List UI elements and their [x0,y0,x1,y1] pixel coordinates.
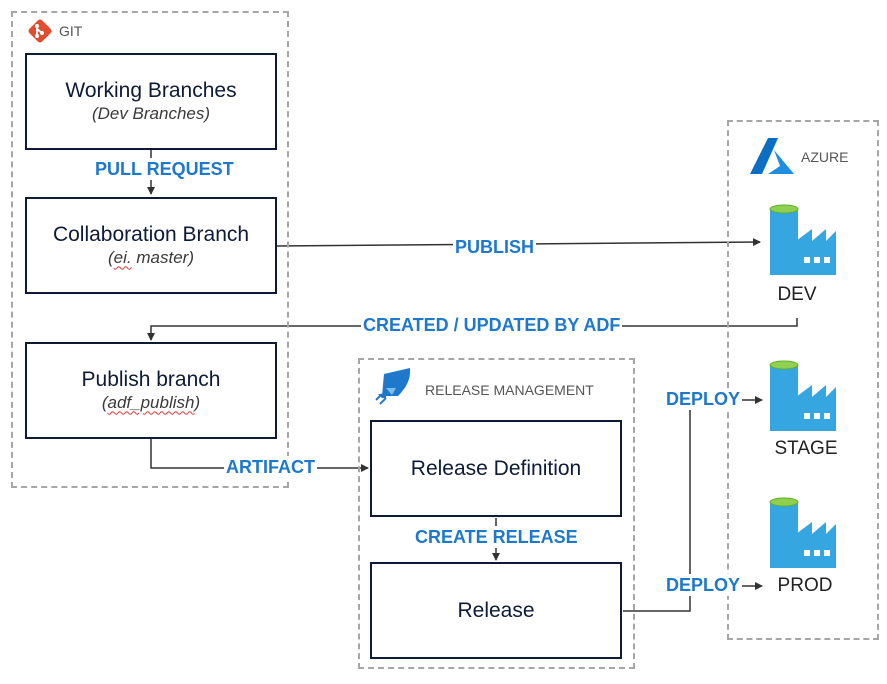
azure-group-title: AZURE [801,149,849,165]
git-logo-icon [28,19,52,43]
subtitle-rest: master) [131,247,194,267]
azure-group [727,120,879,640]
subtitle-rest: ) [194,392,201,412]
data-factory-icon [769,204,836,275]
working-branches-box: Working Branches (Dev Branches) [25,53,277,150]
azure-logo-icon [750,138,794,174]
created-updated-label: CREATED / UPDATED BY ADF [361,314,623,336]
publish-branch-title: Publish branch [81,367,221,391]
subtitle-open: ( [108,247,114,267]
subtitle-spellcheck-word: ei. [113,247,132,267]
publish-branch-subtitle: (adf_publish) [102,392,200,414]
publish-label: PUBLISH [453,236,537,258]
collaboration-branch-box: Collaboration Branch (ei. master) [25,197,277,294]
collaboration-branch-subtitle: (ei. master) [108,247,194,269]
deploy-connector [623,410,691,612]
git-group-title: GIT [59,23,83,39]
stage-label: STAGE [774,438,838,459]
collaboration-branch-title: Collaboration Branch [52,222,250,246]
deploy-stage-label: DEPLOY [664,388,743,410]
subtitle-spellcheck-word: adf_publish [107,392,195,412]
release-definition-title: Release Definition [410,456,582,480]
working-branches-subtitle: (Dev Branches) [91,103,211,123]
data-factory-icon [769,497,836,568]
prod-label: PROD [777,575,833,596]
azure-pipelines-icon [375,368,410,405]
release-title: Release [457,598,535,622]
pull-request-label: PULL REQUEST [93,158,236,180]
git-group [11,11,289,488]
release-box: Release [370,562,622,659]
deploy-prod-label: DEPLOY [664,574,743,596]
working-branches-title: Working Branches [65,78,237,102]
release-management-group-title: RELEASE MANAGEMENT [425,382,594,398]
publish-branch-box: Publish branch (adf_publish) [25,342,277,439]
release-management-group [358,358,635,669]
data-factory-icon [769,360,836,431]
subtitle-open: ( [101,392,108,412]
artifact-label: ARTIFACT [224,456,317,478]
release-definition-box: Release Definition [370,420,622,517]
dev-label: DEV [777,284,817,305]
create-release-label: CREATE RELEASE [413,526,580,548]
